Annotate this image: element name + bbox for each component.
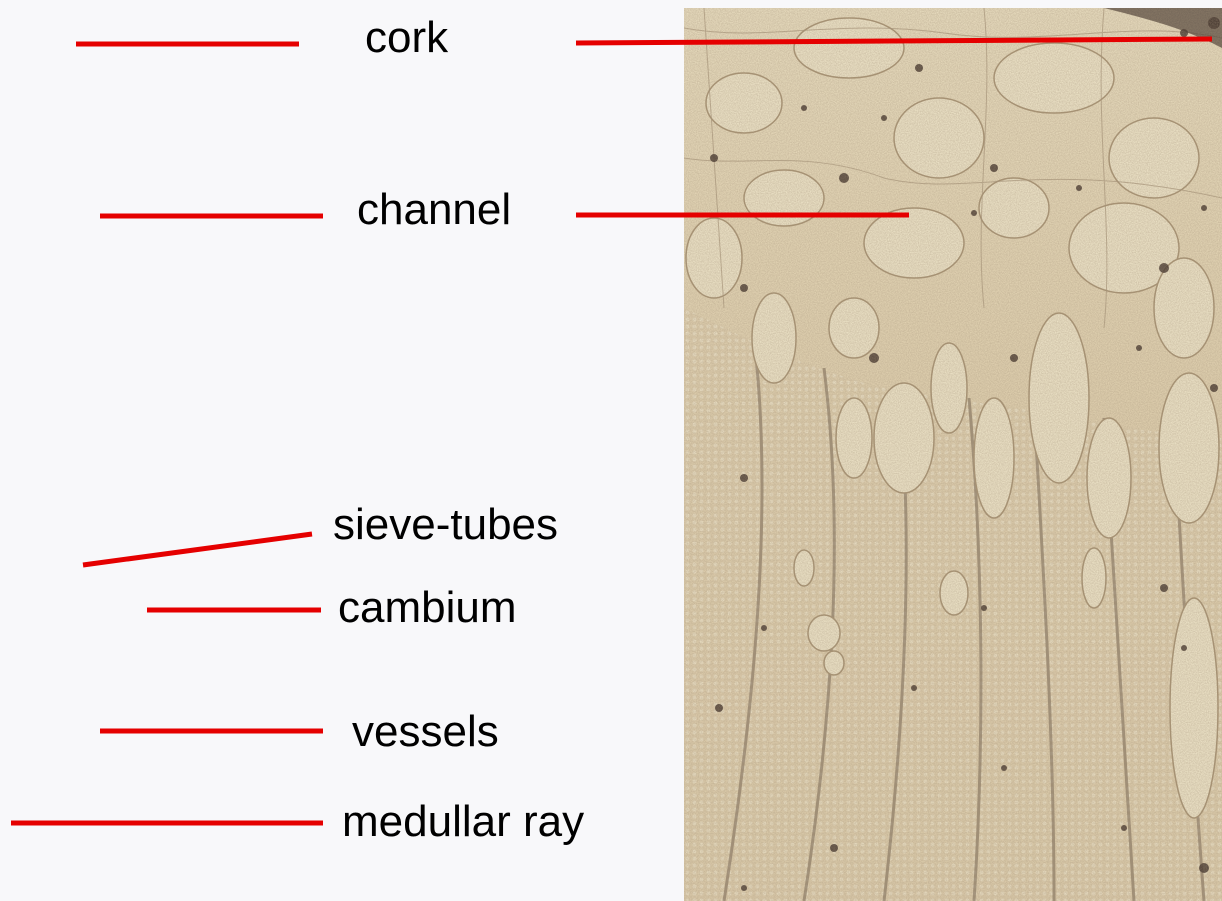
medullar-ray-label: medullar ray [342,800,584,844]
vessels-label: vessels [352,710,499,754]
sieve-tubes-answer-blank-line [83,534,312,565]
sieve-tubes-label: sieve-tubes [333,503,558,547]
cork-label: cork [365,16,448,60]
channel-label: channel [357,188,511,232]
stem-cross-section-micrograph [684,8,1222,901]
cambium-label: cambium [338,586,517,630]
